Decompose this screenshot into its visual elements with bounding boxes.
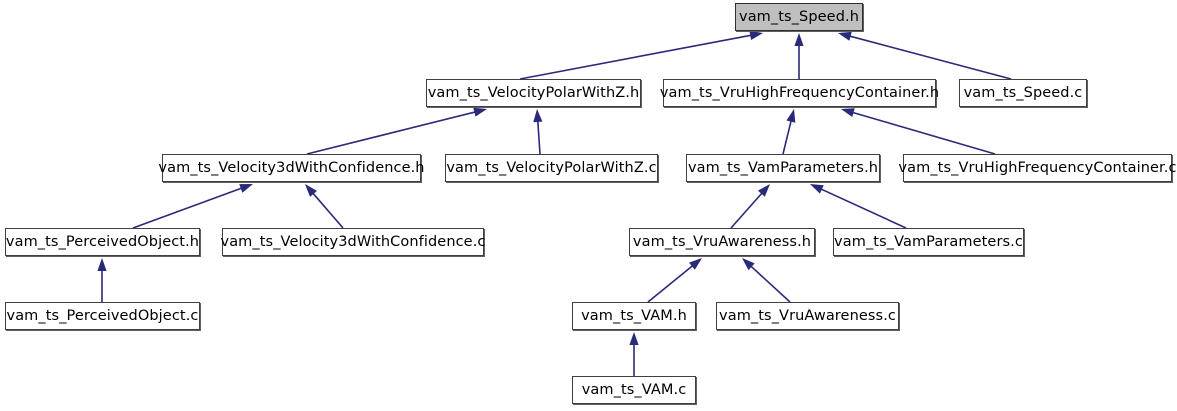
graph-edge-vamparams_h-to-vruhfc_h [782,109,796,155]
arrowhead-icon [97,258,107,271]
graph-node-vruhfc_c[interactable]: vam_ts_VruHighFrequencyContainer.c [898,154,1176,182]
graph-node-label: vam_ts_VamParameters.c [834,233,1023,250]
graph-node-velpolz_c[interactable]: vam_ts_VelocityPolarWithZ.c [445,154,658,182]
arrowhead-icon [838,31,852,41]
graph-node-vam_h[interactable]: vam_ts_VAM.h [572,302,696,330]
arrowhead-icon [749,30,763,40]
graph-node-label: vam_ts_VruAwareness.h [632,233,812,250]
graph-node-vam_c[interactable]: vam_ts_VAM.c [572,376,696,404]
graph-node-vel3dwc_c[interactable]: vam_ts_Velocity3dWithConfidence.c [221,228,485,256]
graph-node-label: vam_ts_PerceivedObject.c [6,307,199,324]
graph-node-label: vam_ts_VamParameters.h [687,159,879,176]
arrowhead-icon [742,258,755,271]
arrowhead-icon [239,184,253,193]
graph-node-label: vam_ts_VruHighFrequencyContainer.h [659,84,940,101]
graph-edge-vruaware_c-to-vruaware_h [742,258,791,303]
graph-node-label: vam_ts_Speed.c [963,84,1083,101]
graph-node-vruaware_h[interactable]: vam_ts_VruAwareness.h [629,228,815,256]
graph-node-velpolz_h[interactable]: vam_ts_VelocityPolarWithZ.h [426,79,641,107]
graph-node-vamparams_h[interactable]: vam_ts_VamParameters.h [686,154,880,182]
arrowhead-icon [810,184,824,194]
graph-edge-vruhfc_h-to-speed_h [794,33,804,79]
graph-node-label: vam_ts_Speed.h [739,8,859,25]
graph-node-vruaware_c[interactable]: vam_ts_VruAwareness.c [716,302,899,330]
graph-node-percobj_c[interactable]: vam_ts_PerceivedObject.c [5,302,200,330]
graph-edge-vel3dwc_c-to-vel3dwc_h [305,184,344,229]
graph-node-speed_c[interactable]: vam_ts_Speed.c [959,79,1087,107]
arrowhead-icon [473,107,487,117]
arrowhead-icon [786,109,796,123]
arrowhead-icon [841,108,855,118]
graph-node-label: vam_ts_VAM.c [581,381,687,398]
graph-edge-vamparams_c-to-vamparams_h [810,184,907,229]
graph-node-label: vam_ts_Velocity3dWithConfidence.c [220,233,486,250]
graph-edge-vruaware_h-to-vamparams_h [730,184,770,229]
graph-edge-percobj_h-to-vel3dwc_h [132,184,253,229]
graph-node-vruhfc_h[interactable]: vam_ts_VruHighFrequencyContainer.h [660,79,939,107]
graph-node-vel3dwc_h[interactable]: vam_ts_Velocity3dWithConfidence.h [158,154,425,182]
graph-edge-speed_c-to-speed_h [838,31,1012,80]
arrowhead-icon [794,33,804,46]
graph-edge-vam_c-to-vam_h [629,332,639,376]
graph-edge-velpolz_c-to-velpolz_h [533,109,543,155]
graph-edge-vam_h-to-vruaware_h [647,258,702,303]
arrowhead-icon [533,109,543,123]
arrowhead-icon [757,184,770,197]
graph-node-label: vam_ts_VelocityPolarWithZ.c [446,159,657,176]
graph-node-label: vam_ts_VAM.h [581,307,687,324]
arrowhead-icon [629,332,639,345]
graph-node-speed_h[interactable]: vam_ts_Speed.h [735,3,863,31]
graph-edge-velpolz_h-to-speed_h [519,30,763,80]
arrowhead-icon [689,258,702,270]
graph-node-percobj_h[interactable]: vam_ts_PerceivedObject.h [5,228,200,256]
graph-edge-percobj_c-to-percobj_h [97,258,107,302]
graph-node-label: vam_ts_VruAwareness.c [719,307,896,324]
graph-node-label: vam_ts_VelocityPolarWithZ.h [427,84,640,101]
graph-node-label: vam_ts_PerceivedObject.h [5,233,200,250]
graph-edge-vruhfc_c-to-vruhfc_h [841,108,996,155]
graph-node-label: vam_ts_Velocity3dWithConfidence.h [158,159,425,176]
graph-node-label: vam_ts_VruHighFrequencyContainer.c [898,159,1177,176]
graph-edge-vel3dwc_h-to-velpolz_h [306,107,487,155]
graph-node-vamparams_c[interactable]: vam_ts_VamParameters.c [833,228,1024,256]
arrowhead-icon [305,184,317,197]
